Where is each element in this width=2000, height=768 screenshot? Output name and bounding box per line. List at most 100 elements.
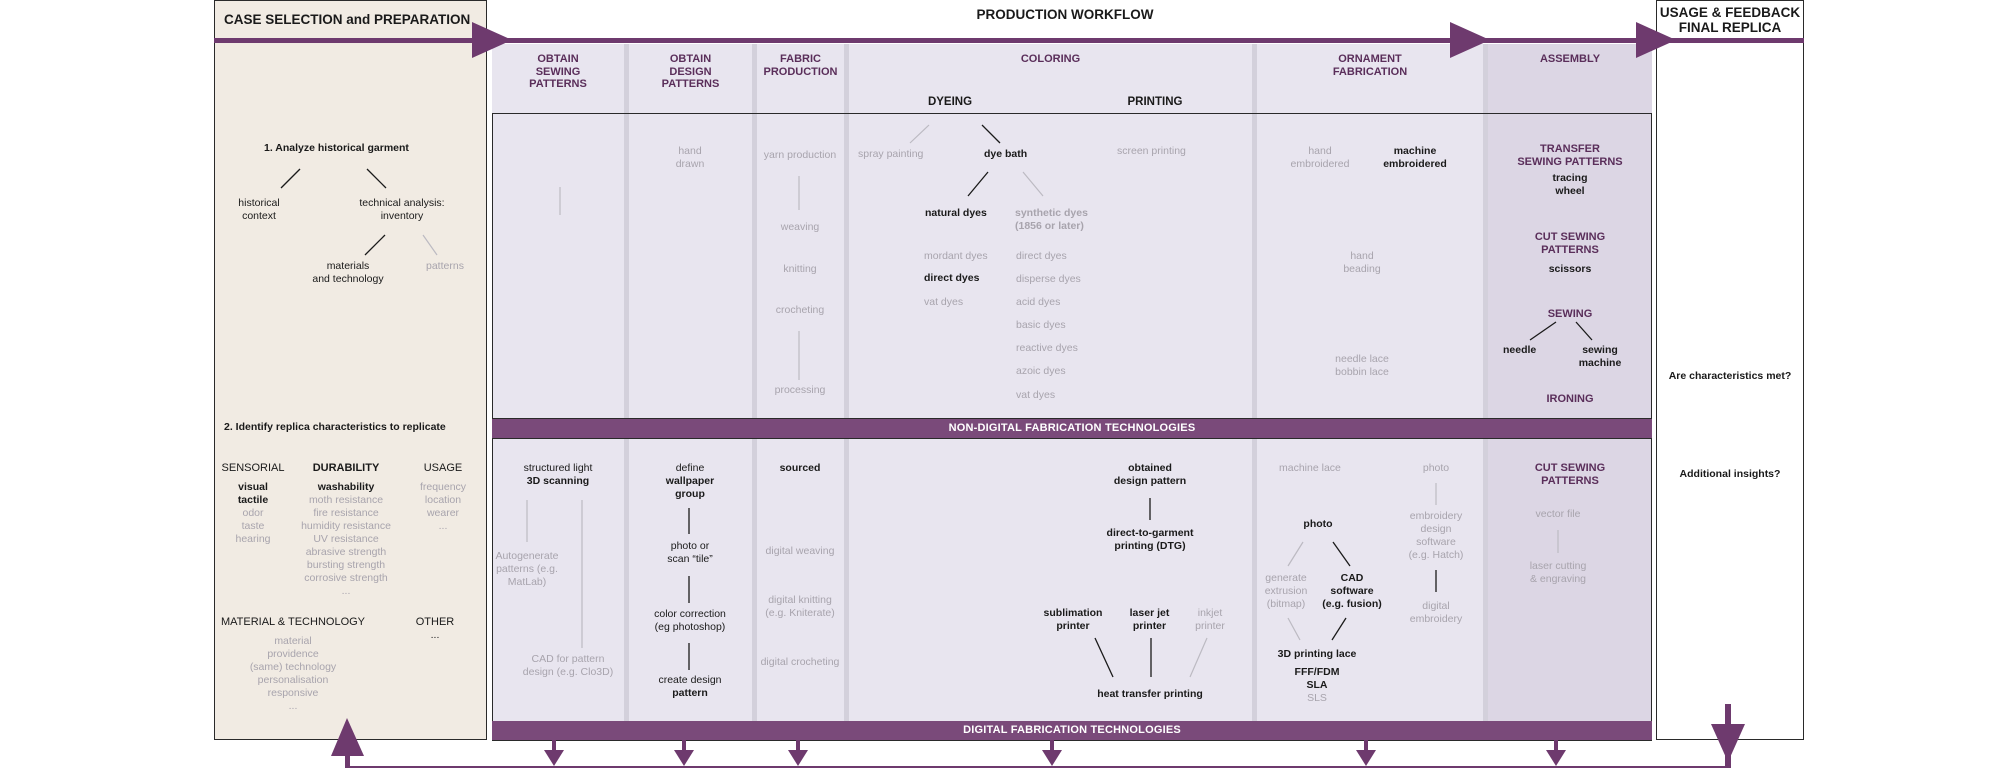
arrow-head	[331, 718, 364, 756]
step-1-analyze: 1. Analyze historical garment	[264, 142, 409, 154]
nd-synthetic-reactive: reactive dyes	[1016, 342, 1078, 354]
column-header-coloring: COLORING	[1020, 53, 1081, 65]
nd-fabric-crocheting: crocheting	[775, 304, 825, 316]
step-2-identify: 2. Identify replica characteristics to r…	[224, 421, 446, 433]
nd-synthetic-dyes: synthetic dyes(1856 or later)	[1015, 207, 1088, 232]
subheader-dyeing: DYEING	[927, 96, 973, 108]
patterns-label: patterns	[426, 260, 464, 272]
nd-ironing: IRONING	[1546, 393, 1594, 405]
column-divider	[844, 44, 849, 741]
non-digital-box	[492, 113, 1652, 419]
assembly-column-bg	[1488, 44, 1652, 741]
non-digital-bar: NON-DIGITAL FABRICATION TECHNOLOGIES	[492, 419, 1652, 438]
nd-synthetic-basic: basic dyes	[1016, 319, 1066, 331]
nd-synthetic-direct: direct dyes	[1016, 250, 1067, 262]
usage-question-insights: Additional insights?	[1679, 468, 1781, 480]
nd-fabric-processing: processing	[774, 384, 826, 396]
dg-digital-crocheting: digital crocheting	[760, 656, 840, 668]
arrow-head	[1711, 724, 1745, 762]
dg-sourced: sourced	[779, 462, 821, 474]
column-divider	[1483, 44, 1488, 741]
column-divider	[752, 44, 757, 741]
dg-vector-file: vector file	[1535, 508, 1581, 520]
dg-sls: SLS	[1307, 692, 1327, 704]
column-divider	[624, 44, 629, 741]
dg-digital-weaving: digital weaving	[765, 545, 835, 557]
production-header: PRODUCTION WORKFLOW	[976, 7, 1154, 22]
nd-synthetic-azoic: azoic dyes	[1016, 365, 1066, 377]
technical-analysis: technical analysis:inventory	[359, 197, 445, 222]
sensorial-group: SENSORIAL visual tactile odor taste hear…	[221, 462, 285, 545]
nd-synthetic-vat: vat dyes	[1016, 389, 1056, 401]
case-header: CASE SELECTION and PREPARATION	[224, 12, 471, 27]
digital-box	[492, 438, 1652, 741]
dg-machine-lace: machine lace	[1279, 462, 1341, 474]
nd-natural-dyes: natural dyes	[925, 207, 987, 219]
column-divider	[1252, 44, 1257, 741]
nd-needle: needle	[1503, 344, 1537, 356]
durability-group: DURABILITY washability moth resistance f…	[301, 462, 391, 597]
dg-photo: photo	[1303, 518, 1333, 530]
nd-vat-dyes-natural: vat dyes	[924, 296, 964, 308]
dg-3d-printing-lace: 3D printing lace	[1277, 648, 1357, 660]
nd-sewing: SEWING	[1547, 308, 1593, 320]
arrow-head	[1636, 22, 1676, 58]
nd-fabric-weaving: weaving	[780, 221, 820, 233]
nd-direct-dyes-natural: direct dyes	[924, 272, 980, 284]
usage-header: USAGE & FEEDBACK FINAL REPLICA	[1659, 5, 1801, 35]
usage-question-characteristics: Are characteristics met?	[1668, 370, 1792, 382]
arrow-head	[1450, 22, 1490, 58]
nd-dye-bath: dye bath	[984, 148, 1028, 160]
nd-scissors: scissors	[1548, 263, 1592, 275]
dg-digital-knitting: digital knitting(e.g. Kniterate)	[765, 594, 835, 619]
nd-spray-painting: spray painting	[858, 148, 924, 160]
nd-screen-printing: screen printing	[1117, 145, 1186, 157]
usage-group: USAGE frequency location wearer ...	[419, 462, 467, 532]
arrow-head	[472, 22, 512, 58]
nd-mordant-dyes: mordant dyes	[924, 250, 988, 262]
digital-bar: DIGITAL FABRICATION TECHNOLOGIES	[492, 721, 1652, 740]
production-panel	[492, 44, 1652, 741]
column-header-assembly: ASSEMBLY	[1539, 53, 1601, 65]
dg-color-correction: color correction(eg photoshop)	[654, 608, 726, 633]
other-group: OTHER ...	[415, 616, 455, 641]
dg-photo-grey: photo	[1422, 462, 1450, 474]
nd-synthetic-acid: acid dyes	[1016, 296, 1061, 308]
nd-fabric-knitting: knitting	[783, 263, 817, 275]
dg-laser-cutting: laser cutting& engraving	[1529, 560, 1587, 585]
case-panel	[214, 0, 487, 740]
dg-heat-transfer-printing: heat transfer printing	[1097, 688, 1203, 700]
usage-panel	[1656, 0, 1804, 740]
